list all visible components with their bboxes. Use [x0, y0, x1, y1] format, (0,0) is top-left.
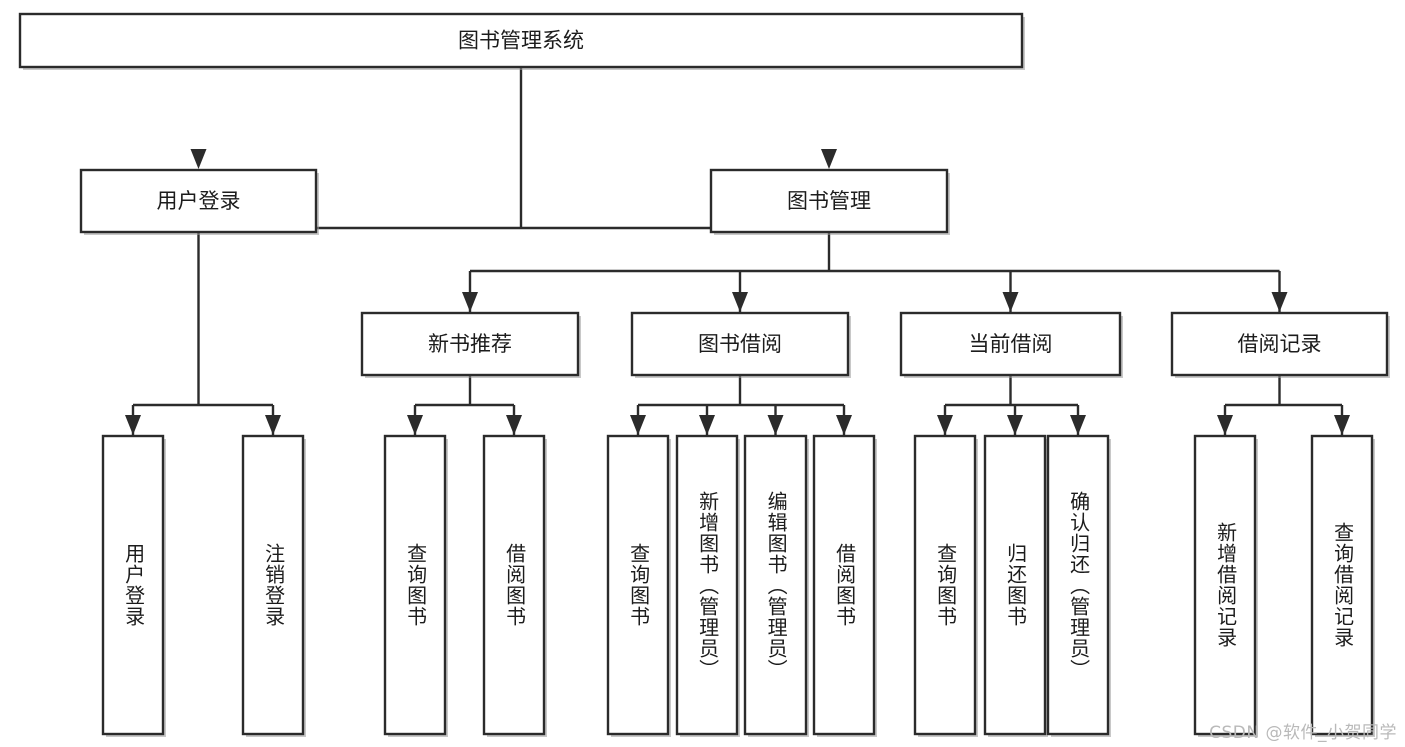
node-label: 图书借阅: [698, 332, 782, 356]
node-label: 用户登录: [121, 543, 146, 627]
node-box[interactable]: [1310, 434, 1374, 736]
node-label: 借阅图书: [502, 543, 527, 627]
node-root[interactable]: [18, 12, 1025, 70]
node-leaf-user-logout[interactable]: [241, 434, 306, 737]
arrow-head-icon: [1070, 415, 1086, 435]
node-label: 图书管理系统: [458, 29, 584, 53]
node-book-manage[interactable]: [709, 168, 950, 235]
node-label: 图书管理: [787, 189, 871, 213]
node-box[interactable]: [630, 311, 850, 377]
node-leaf-borrow-book-rec[interactable]: [482, 434, 547, 737]
node-leaf-query-book-cur[interactable]: [913, 434, 978, 737]
node-label: 归还图书: [1003, 543, 1028, 627]
node-leaf-query-book-rec[interactable]: [383, 434, 448, 737]
arrow-head-icon: [767, 415, 784, 435]
node-label: 编辑图书（管理员）: [764, 490, 789, 680]
node-label: 当前借阅: [969, 332, 1053, 356]
node-box[interactable]: [983, 434, 1047, 736]
node-leaf-add-record[interactable]: [1193, 434, 1258, 737]
arrow-head-icon: [836, 415, 852, 435]
node-box[interactable]: [241, 434, 305, 736]
node-current-borrow[interactable]: [899, 311, 1123, 378]
node-box[interactable]: [743, 434, 808, 736]
node-box[interactable]: [101, 434, 165, 736]
node-leaf-borrow-book-bor[interactable]: [812, 434, 877, 737]
arrow-head-icon: [1271, 292, 1288, 312]
node-new-book-recommend[interactable]: [360, 311, 581, 378]
node-label: 查询图书: [403, 543, 428, 627]
node-label: 新书推荐: [428, 332, 512, 356]
arrow-head-icon: [407, 415, 423, 435]
node-box[interactable]: [1046, 434, 1110, 736]
arrow-head-icon: [506, 415, 522, 435]
node-label: 新增借阅记录: [1213, 522, 1238, 648]
node-box[interactable]: [79, 168, 318, 234]
node-box[interactable]: [899, 311, 1122, 377]
node-box[interactable]: [383, 434, 447, 736]
node-leaf-edit-book[interactable]: [743, 434, 809, 737]
node-leaf-return-book[interactable]: [983, 434, 1048, 737]
node-box[interactable]: [675, 434, 739, 736]
watermark-text: CSDN @软件_小贺同学: [1209, 723, 1397, 743]
node-box[interactable]: [606, 434, 670, 736]
arrow-head-icon: [462, 292, 478, 312]
node-label: 查询图书: [933, 543, 958, 627]
node-borrow-record[interactable]: [1170, 311, 1390, 378]
node-box[interactable]: [709, 168, 949, 234]
connector-layer: [125, 67, 1350, 435]
node-leaf-query-book-bor[interactable]: [606, 434, 671, 737]
node-user-login[interactable]: [79, 168, 319, 235]
node-book-borrow[interactable]: [630, 311, 851, 378]
arrow-head-icon: [1002, 292, 1019, 312]
node-box[interactable]: [1193, 434, 1257, 736]
node-label: 新增图书（管理员）: [695, 490, 720, 680]
arrow-head-icon: [125, 415, 141, 435]
node-box[interactable]: [360, 311, 580, 377]
node-leaf-query-record[interactable]: [1310, 434, 1375, 737]
arrow-head-icon: [1217, 415, 1233, 435]
node-box[interactable]: [812, 434, 876, 736]
node-box[interactable]: [1170, 311, 1389, 377]
arrow-head-icon: [1007, 415, 1023, 435]
arrow-head-icon: [699, 415, 715, 435]
node-label: 确认归还（管理员）: [1066, 490, 1091, 680]
arrow-head-icon: [1334, 415, 1350, 435]
node-leaf-user-login[interactable]: [101, 434, 166, 737]
arrow-head-icon: [265, 415, 281, 435]
arrow-head-icon: [821, 149, 837, 169]
node-label: 借阅图书: [832, 543, 857, 627]
node-box[interactable]: [482, 434, 546, 736]
arrow-head-icon: [190, 149, 207, 169]
node-leaf-add-book[interactable]: [675, 434, 740, 737]
node-label: 用户登录: [157, 189, 241, 213]
node-leaf-confirm-return[interactable]: [1046, 434, 1111, 737]
node-box[interactable]: [913, 434, 977, 736]
arrow-head-icon: [732, 292, 748, 312]
node-label: 注销登录: [261, 543, 286, 627]
node-label: 查询图书: [626, 543, 651, 627]
node-label: 借阅记录: [1238, 332, 1322, 356]
arrow-head-icon: [630, 415, 646, 435]
arrow-head-icon: [937, 415, 953, 435]
node-box[interactable]: [18, 12, 1024, 69]
node-label: 查询借阅记录: [1330, 522, 1355, 648]
